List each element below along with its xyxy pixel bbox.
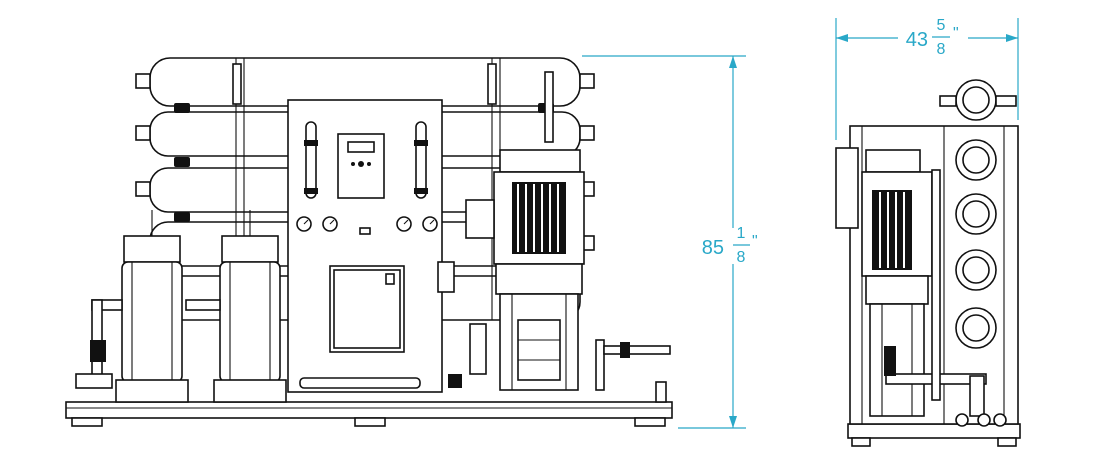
side-view [835,79,1021,447]
width-numerator: 5 [937,17,946,34]
front-base-skid [65,401,673,427]
front-cartridge-filters [75,210,287,403]
front-control-panel [287,99,443,393]
width-dimension: 43 5 8 " [835,17,1019,140]
height-unit: " [752,233,758,250]
height-denominator: 8 [737,249,746,266]
width-whole: 43 [906,29,928,51]
height-whole: 85 [702,237,724,259]
side-base-skid [847,423,1021,447]
front-view [65,57,673,427]
width-unit: " [953,25,959,42]
width-denominator: 8 [937,41,946,58]
front-piping [299,261,671,403]
side-membrane-ends [939,79,1017,349]
height-dimension: 85 1 8 " [582,55,758,429]
height-numerator: 1 [737,225,746,242]
side-piping [884,169,1007,427]
side-pump-motor [835,147,933,417]
front-pump-motor [465,149,585,391]
motor-fins [512,182,566,254]
